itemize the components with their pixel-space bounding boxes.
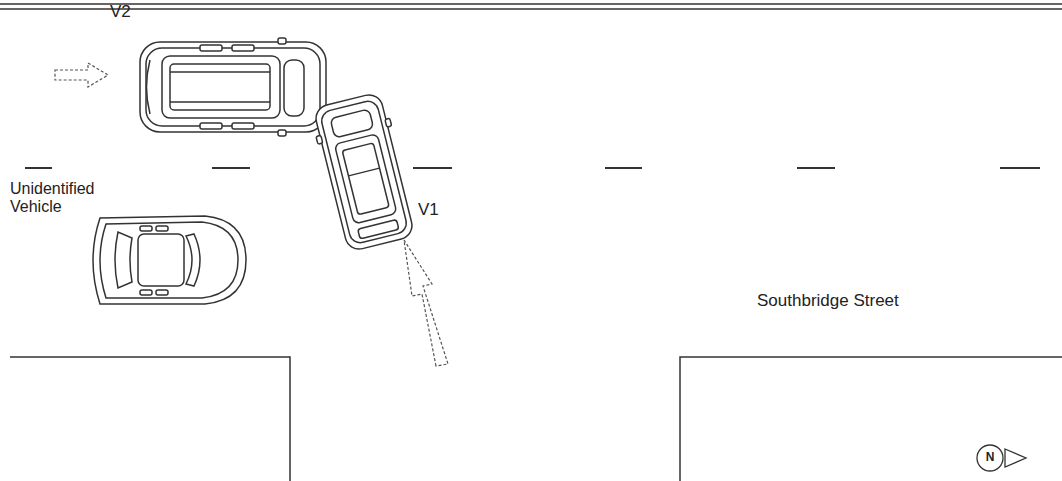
sedan	[93, 216, 246, 304]
vehicle-label: Unidentified Vehicle	[10, 180, 130, 217]
north-letter: N	[986, 451, 995, 465]
small-car	[309, 91, 419, 253]
minivan	[140, 38, 326, 136]
vehicle-label: V1	[418, 200, 439, 220]
north-arrow	[977, 445, 1026, 471]
street-name: Southbridge Street	[757, 291, 899, 311]
vehicle-label: V2	[110, 2, 131, 22]
